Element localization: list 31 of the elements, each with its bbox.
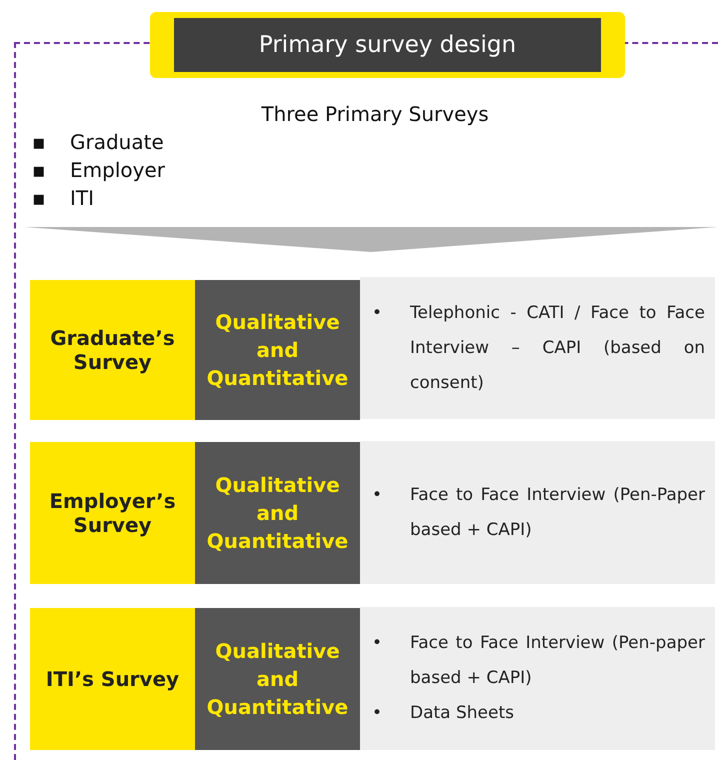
list-item: Employer: [70, 157, 165, 184]
bullet-marker: •: [372, 632, 384, 655]
method-cell: [195, 442, 360, 584]
bullet-text: Face to Face Interview (Pen-Paper based + CAPI): [410, 484, 705, 542]
list-item: Graduate: [70, 129, 165, 156]
bullet-text: Face to Face Interview (Pen-paper based + CAPI): [410, 632, 705, 690]
bullet-text: Data Sheets: [410, 702, 516, 725]
list-marker: ▪: [32, 129, 47, 156]
bullet-marker: •: [372, 702, 384, 725]
survey-name-cell: [30, 442, 195, 584]
list-marker: ▪: [32, 157, 47, 184]
method-cell: [195, 608, 360, 750]
method-cell: [195, 280, 360, 420]
survey-name: Graduate’s Survey: [49, 326, 176, 374]
method-text: Qualitative and Quantitative: [206, 472, 350, 555]
survey-name: ITI’s Survey: [44, 667, 180, 691]
survey-name-cell: [30, 608, 195, 750]
survey-name-cell: [30, 280, 195, 420]
details-panel: [360, 607, 715, 750]
details-panel: [360, 441, 715, 584]
method-text: Qualitative and Quantitative: [206, 309, 350, 392]
bullet-marker: •: [372, 484, 384, 506]
list-marker: ▪: [32, 185, 47, 212]
bullet-text: Telephonic - CATI / Face to Face Interview – CAPI (based on consent): [410, 302, 705, 394]
method-text: Qualitative and Quantitative: [206, 638, 350, 721]
title-text: Primary survey design: [174, 18, 601, 72]
list-item: ITI: [70, 185, 96, 212]
details-panel: [360, 277, 715, 419]
survey-name: Employer’s Survey: [48, 489, 177, 537]
heading: Three Primary Surveys: [260, 102, 490, 126]
bullet-marker: •: [372, 302, 384, 324]
